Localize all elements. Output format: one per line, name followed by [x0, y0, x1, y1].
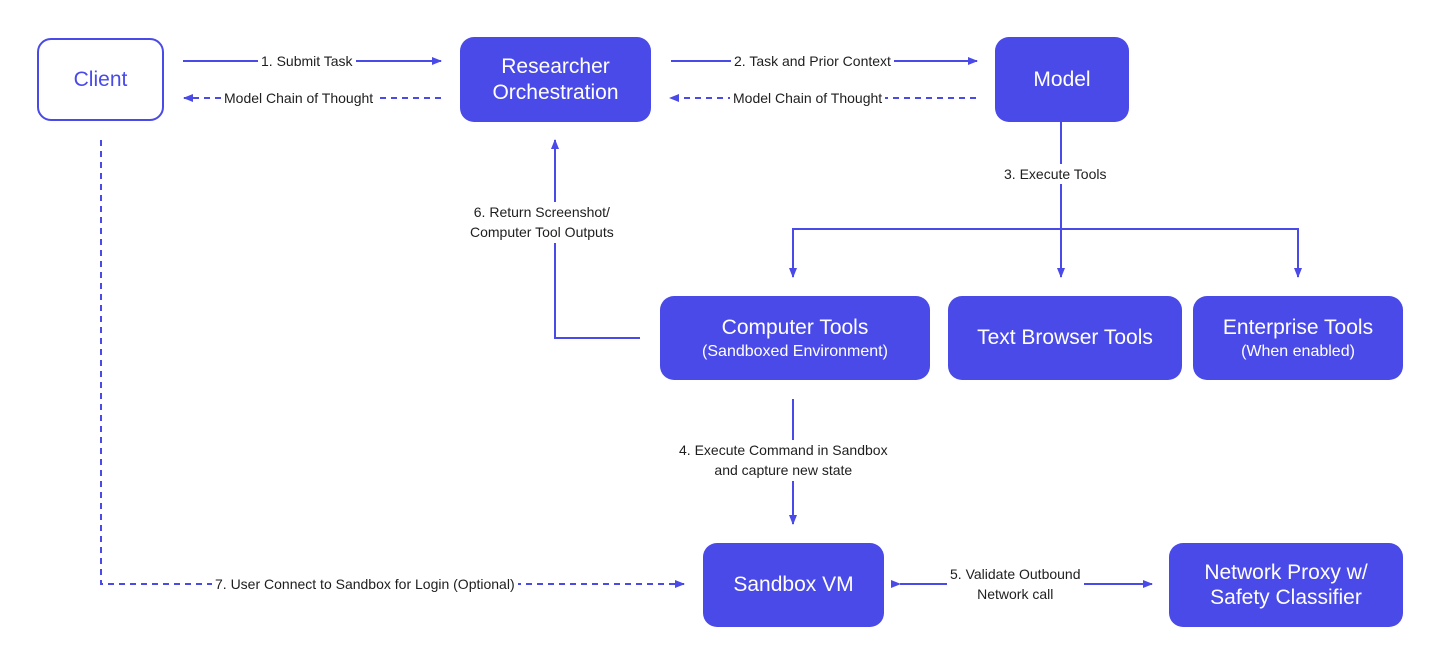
orchestration-label-line1: Researcher — [501, 55, 610, 79]
network-proxy-label-line2: Safety Classifier — [1210, 586, 1362, 609]
computer-tools-label: Computer Tools — [721, 315, 869, 339]
enterprise-tools-label: Enterprise Tools — [1222, 315, 1374, 339]
model-node: Model — [995, 37, 1129, 122]
sandbox-vm-node: Sandbox VM — [703, 543, 884, 627]
enterprise-tools-sublabel: (When enabled) — [1241, 343, 1355, 360]
edge-label-return-screenshot: 6. Return Screenshot/ Computer Tool Outp… — [467, 202, 617, 243]
computer-tools-node: Computer Tools (Sandboxed Environment) — [660, 296, 930, 380]
client-node: Client — [37, 38, 164, 121]
edge-label-validate-outbound: 5. Validate Outbound Network call — [947, 564, 1084, 605]
text-browser-tools-node: Text Browser Tools — [948, 296, 1182, 380]
edge-label-execute-command: 4. Execute Command in Sandbox and captur… — [676, 440, 891, 481]
edge-label-execute-tools: 3. Execute Tools — [1001, 164, 1110, 185]
network-proxy-label-line1: Network Proxy w/ — [1204, 560, 1368, 584]
edge-label-chain-of-thought-model: Model Chain of Thought — [730, 88, 886, 109]
orchestration-label-line2: Orchestration — [492, 80, 619, 104]
edge-label-submit-task: 1. Submit Task — [258, 51, 356, 72]
text-browser-tools-label: Text Browser Tools — [977, 326, 1153, 350]
model-label: Model — [1033, 67, 1091, 91]
edge-label-user-connect: 7. User Connect to Sandbox for Login (Op… — [212, 574, 518, 595]
client-label: Client — [73, 67, 128, 91]
researcher-orchestration-node: Researcher Orchestration — [460, 37, 651, 122]
edge-user-connect — [100, 140, 685, 588]
computer-tools-sublabel: (Sandboxed Environment) — [702, 343, 888, 360]
sandbox-vm-label: Sandbox VM — [733, 573, 854, 597]
edge-label-chain-of-thought-client: Model Chain of Thought — [221, 88, 377, 109]
edge-label-task-prior-context: 2. Task and Prior Context — [731, 51, 894, 72]
network-proxy-node: Network Proxy w/ Safety Classifier — [1169, 543, 1403, 627]
enterprise-tools-node: Enterprise Tools (When enabled) — [1193, 296, 1403, 380]
